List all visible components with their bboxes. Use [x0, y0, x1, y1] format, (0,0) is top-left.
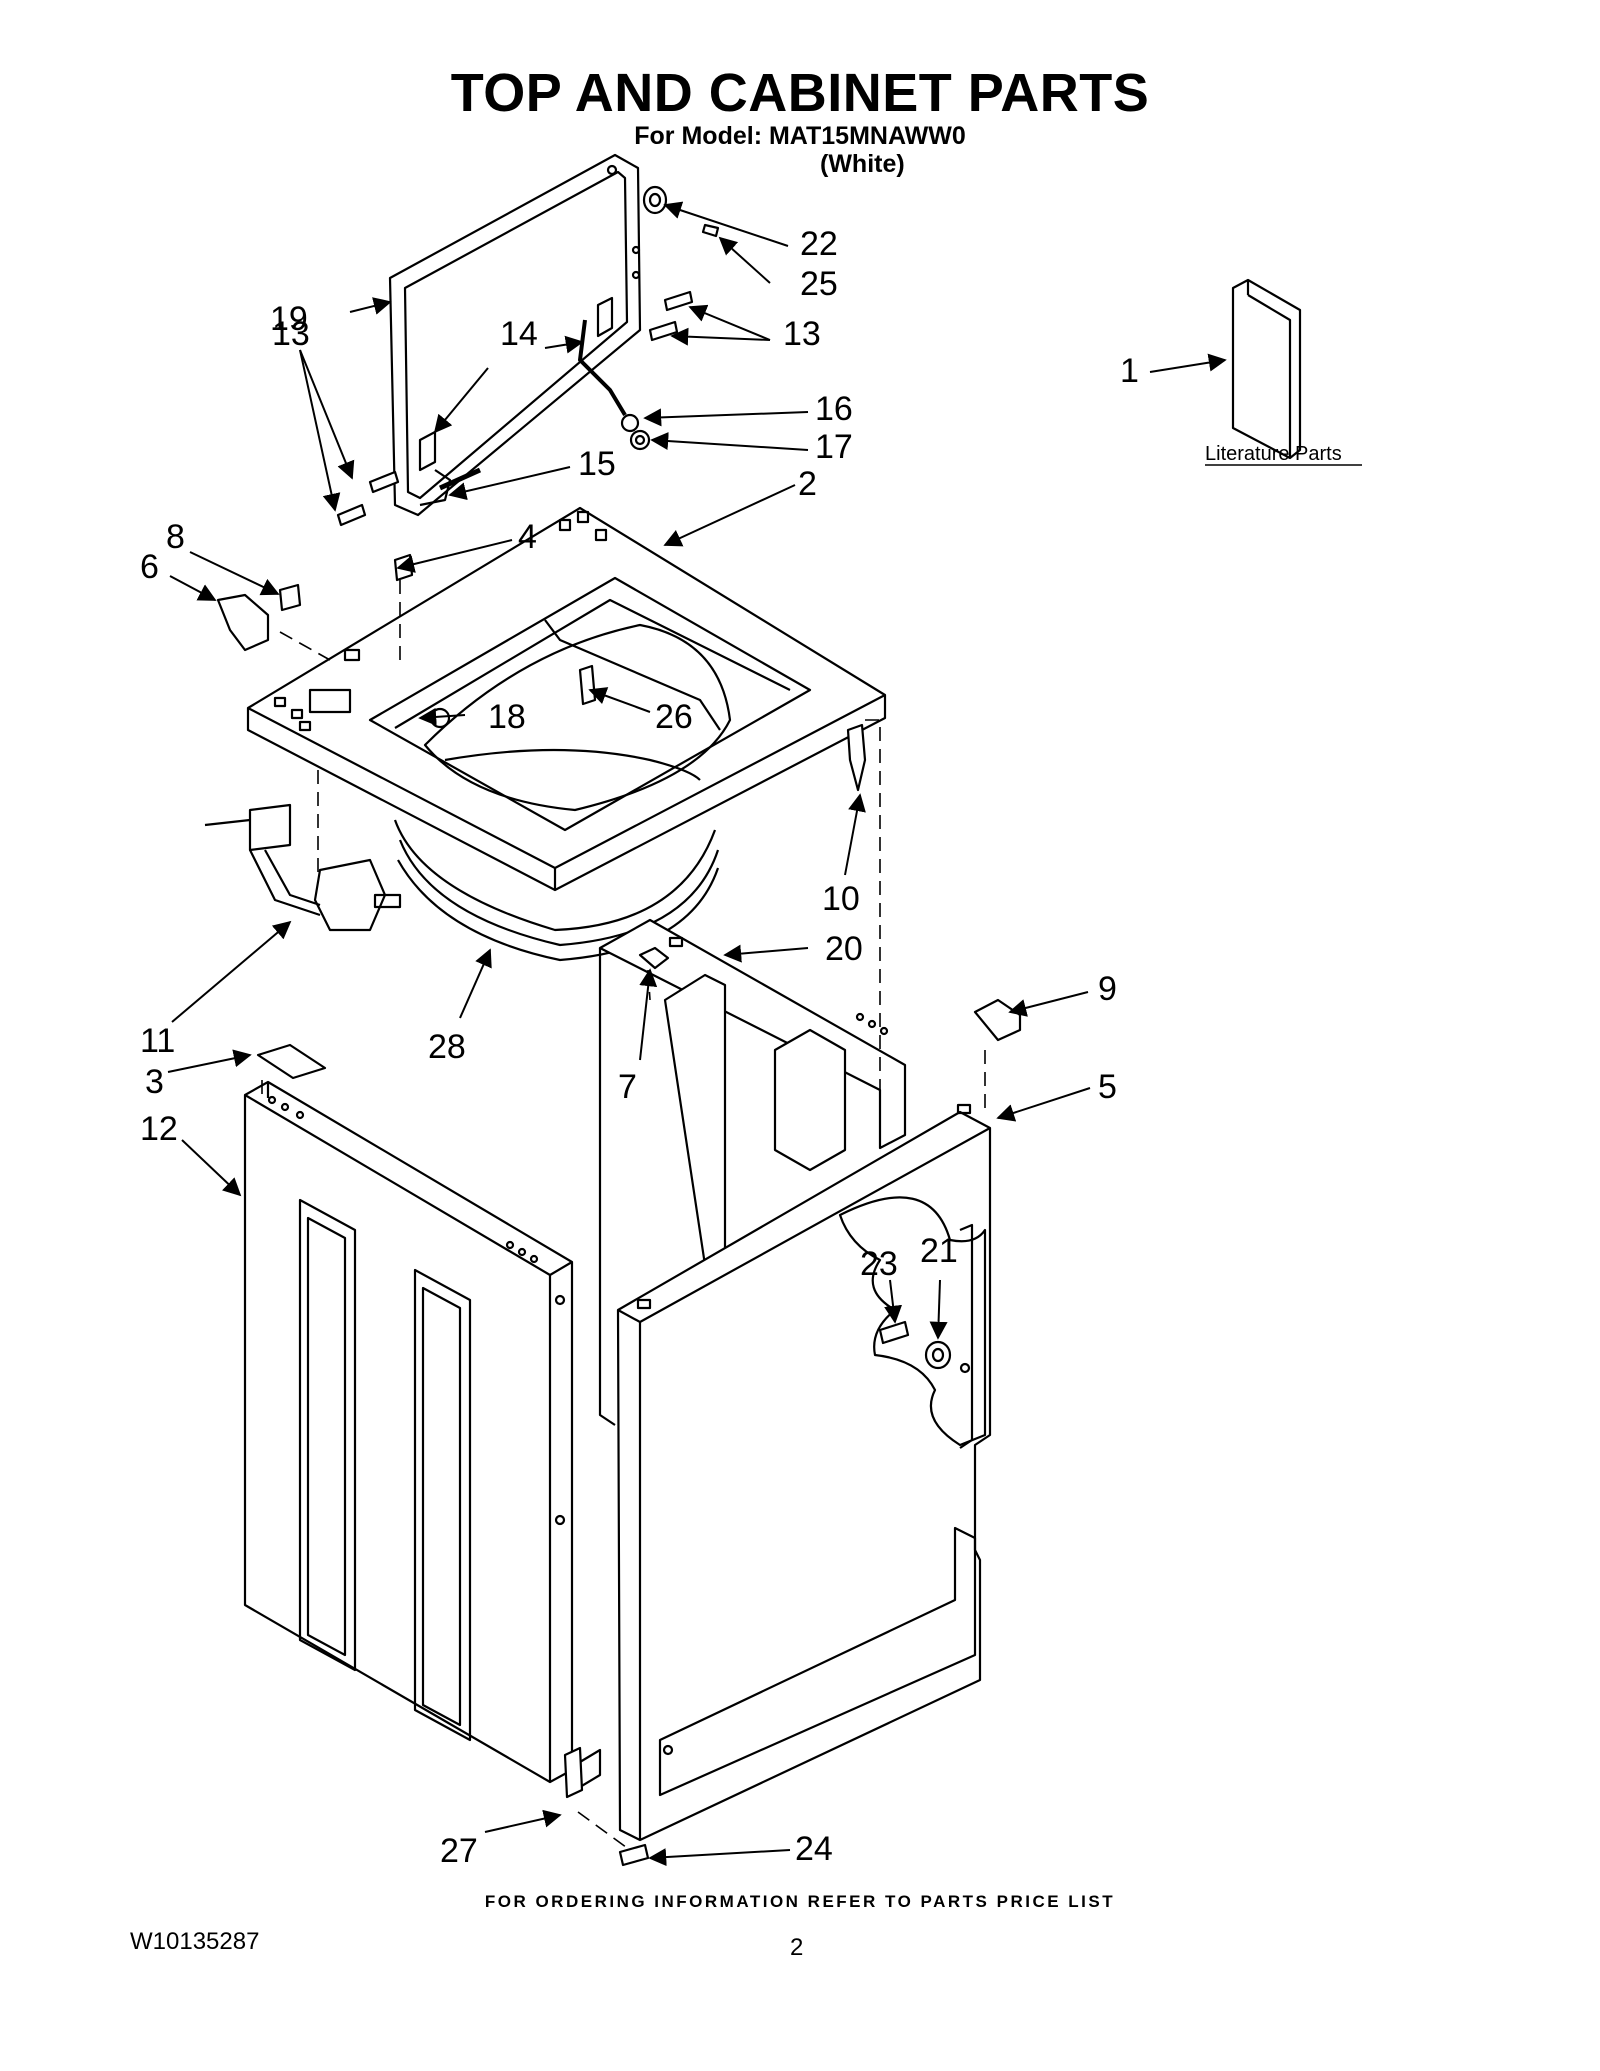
callout-28: 28: [428, 1028, 466, 1066]
lid-switch-assembly: [204, 803, 402, 932]
callout-13-right: 13: [783, 315, 821, 353]
lid-frame: [388, 153, 642, 517]
callout-22: 22: [800, 225, 838, 263]
page-title: TOP AND CABINET PARTS: [450, 63, 1150, 123]
lid-hinges: [418, 296, 651, 507]
callout-4: 4: [518, 518, 537, 556]
literature-parts-label: Literature Parts: [1205, 443, 1342, 465]
ordering-note: FOR ORDERING INFORMATION REFER TO PARTS …: [484, 1892, 1116, 1911]
color-line: (White): [820, 150, 905, 178]
callout-7: 7: [618, 1068, 637, 1106]
callout-11: 11: [140, 1022, 175, 1060]
callout-14: 14: [500, 315, 538, 353]
page-number: 2: [790, 1934, 804, 1961]
callout-6: 6: [140, 548, 159, 586]
callout-leaders: [167, 201, 1227, 1867]
top-panel: [246, 506, 887, 892]
callout-labels: 1 2 3 4 5 6 7 8 9 10 11 12 13 13 14 15 1…: [140, 225, 1139, 1870]
tub-ring: [393, 819, 720, 962]
callout-17: 17: [815, 428, 853, 466]
callout-18: 18: [488, 698, 526, 736]
callout-1: 1: [1120, 352, 1139, 390]
callout-5: 5: [1098, 1068, 1117, 1106]
callout-26: 26: [655, 698, 693, 736]
callout-9: 9: [1098, 970, 1117, 1008]
callout-19: 19: [270, 300, 308, 338]
callout-8: 8: [166, 518, 185, 556]
assembly-lines: [261, 580, 986, 1851]
cabinet-front-panel: [616, 1103, 992, 1842]
callout-12: 12: [140, 1110, 178, 1148]
model-line: For Model: MAT15MNAWW0: [634, 122, 966, 150]
callout-23: 23: [860, 1245, 898, 1283]
callout-21: 21: [920, 1232, 958, 1270]
callout-3: 3: [145, 1063, 164, 1101]
callout-27: 27: [440, 1832, 478, 1870]
cabinet-side-panel-left: [243, 1080, 602, 1792]
document-number: W10135287: [130, 1928, 260, 1955]
callout-24: 24: [795, 1830, 833, 1868]
callout-15: 15: [578, 445, 616, 483]
cabinet-rear-panel: [598, 918, 907, 1426]
callout-2: 2: [798, 465, 817, 503]
callout-13-left: 13: [272, 315, 310, 353]
small-hardware: [216, 553, 1022, 1867]
side-hardware: [878, 1320, 952, 1370]
callout-25: 25: [800, 265, 838, 303]
callout-10: 10: [822, 880, 860, 918]
lid-bumper-and-pin: [642, 185, 720, 238]
callout-16: 16: [815, 390, 853, 428]
callout-20: 20: [825, 930, 863, 968]
